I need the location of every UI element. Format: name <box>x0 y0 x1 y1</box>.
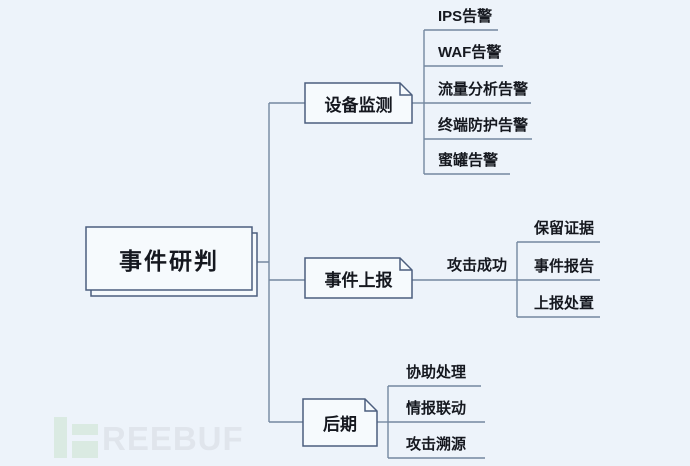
branch-node-incident-reporting[interactable]: 事件上报 <box>324 270 393 290</box>
leaf-attack-tracing[interactable]: 攻击溯源 <box>406 436 467 453</box>
leaf-intel-linkage[interactable]: 情报联动 <box>406 400 467 417</box>
connector-lines <box>252 29 600 459</box>
freebuf-watermark-letters: REEBUF <box>102 420 244 457</box>
freebuf-watermark: REEBUF <box>54 417 244 458</box>
node-shapes <box>85 82 413 447</box>
branch-incident-reporting-shape <box>304 257 413 299</box>
leaf-traffic-analysis-alert[interactable]: 流量分析告警 <box>438 81 529 98</box>
freebuf-logo-f-icon <box>72 417 98 458</box>
freebuf-logo-bar-icon <box>54 417 67 458</box>
leaf-ips-alert[interactable]: IPS告警 <box>438 8 493 25</box>
root-node-incident-analysis[interactable]: 事件研判 <box>119 247 219 274</box>
leaf-report-disposal[interactable]: 上报处置 <box>534 295 595 312</box>
leaf-honeypot-alert[interactable]: 蜜罐告警 <box>438 152 499 169</box>
edge-label-attack-success[interactable]: 攻击成功 <box>446 257 507 274</box>
branch-later-phase-fold-icon <box>364 399 377 412</box>
leaf-incident-report[interactable]: 事件报告 <box>534 258 595 275</box>
leaf-assist-handling[interactable]: 协助处理 <box>406 364 467 381</box>
branch-later-phase-shape <box>302 398 378 447</box>
leaf-preserve-evidence[interactable]: 保留证据 <box>534 220 595 237</box>
branch-device-monitoring-fold-icon <box>399 83 412 96</box>
branch-node-device-monitoring[interactable]: 设备监测 <box>324 95 393 115</box>
root-node-shape <box>85 226 253 291</box>
branch-device-monitoring-shape <box>304 82 413 124</box>
leaf-endpoint-protection-alert[interactable]: 终端防护告警 <box>438 117 529 134</box>
branch-incident-reporting-fold-icon <box>399 258 412 271</box>
leaf-waf-alert[interactable]: WAF告警 <box>438 44 502 61</box>
branch-node-later-phase[interactable]: 后期 <box>323 415 357 434</box>
